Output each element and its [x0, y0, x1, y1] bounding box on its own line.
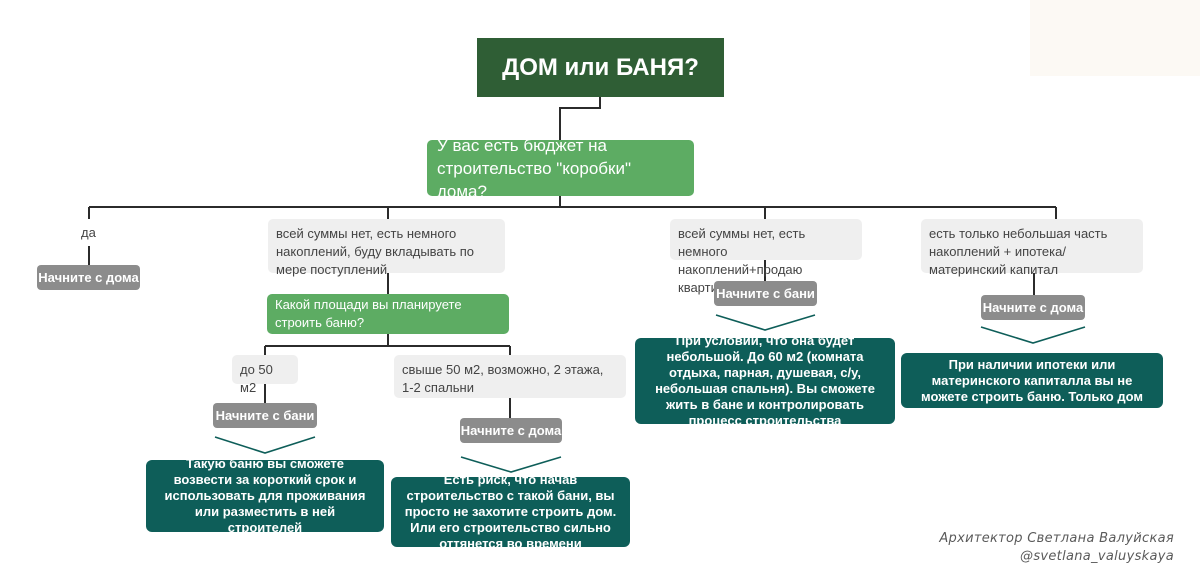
answer-up-to-50-text: до 50 м2 — [240, 362, 273, 395]
chevron-down-icon — [460, 456, 562, 473]
result-large-bath-risk: Есть риск, что начав строительство с так… — [391, 472, 630, 551]
answer-mortgage: есть только небольшая часть накоплений +… — [921, 219, 1143, 277]
answer-yes: да — [81, 224, 121, 242]
diagram-title: ДОМ или БАНЯ? — [477, 38, 724, 97]
main-question-text: У вас есть бюджет на строительство "коро… — [437, 135, 631, 201]
chevron-down-icon — [980, 326, 1086, 344]
answer-partial-savings: всей суммы нет, есть немного накоплений,… — [268, 219, 505, 277]
action-start-with-house-3: Начните с дома — [981, 295, 1085, 320]
author-handle: @svetlana_valuyskaya — [1020, 549, 1174, 564]
result-bath-condition: При условии, что она будет небольшой. До… — [635, 333, 895, 428]
answer-partial-savings-text: всей суммы нет, есть немного накоплений,… — [276, 226, 474, 277]
result-bath-condition-text: При условии, что она будет небольшой. До… — [655, 333, 875, 428]
main-question: У вас есть бюджет на строительство "коро… — [427, 136, 694, 201]
action-label: Начните с дома — [982, 300, 1084, 315]
author-credit: Архитектор Светлана Валуйская — [939, 531, 1174, 546]
corner-decoration — [1030, 0, 1200, 76]
answer-sell-apartment: всей суммы нет, есть немного накоплений+… — [670, 219, 862, 295]
action-start-with-house-2: Начните с дома — [460, 418, 562, 443]
action-start-with-bath-2: Начните с бани — [714, 281, 817, 306]
action-label: Начните с дома — [460, 423, 562, 438]
answer-over-50: свыше 50 м2, возможно, 2 этажа, 1-2 спал… — [394, 355, 626, 398]
answer-mortgage-text: есть только небольшая часть накоплений +… — [929, 226, 1108, 277]
result-large-bath-risk-text: Есть риск, что начав строительство с так… — [404, 472, 617, 551]
action-label: Начните с дома — [38, 270, 139, 285]
answer-yes-text: да — [81, 225, 96, 240]
action-label: Начните с бани — [215, 408, 315, 423]
chevron-down-icon — [214, 436, 316, 454]
area-question-text: Какой площади вы планируете строить баню… — [275, 297, 462, 330]
chevron-down-icon — [715, 314, 816, 331]
answer-over-50-text: свыше 50 м2, возможно, 2 этажа, 1-2 спал… — [402, 362, 604, 395]
answer-sell-apartment-text: всей суммы нет, есть немного накоплений+… — [678, 226, 806, 295]
answer-up-to-50: до 50 м2 — [232, 355, 298, 395]
action-label: Начните с бани — [716, 286, 815, 301]
result-small-bath-text: Такую баню вы сможете возвести за коротк… — [164, 456, 366, 535]
area-question: Какой площади вы планируете строить баню… — [267, 294, 509, 334]
author-name: Архитектор Светлана Валуйская — [939, 531, 1174, 546]
author-handle-wrap: @svetlana_valuyskaya — [1020, 549, 1174, 564]
result-mortgage-house-only-text: При наличии ипотеки или материнского кап… — [921, 356, 1143, 404]
result-small-bath: Такую баню вы сможете возвести за коротк… — [146, 456, 384, 535]
action-start-with-bath-1: Начните с бани — [213, 403, 317, 428]
action-start-with-house-1: Начните с дома — [37, 265, 140, 290]
diagram-title-text: ДОМ или БАНЯ? — [502, 53, 699, 81]
result-mortgage-house-only: При наличии ипотеки или материнского кап… — [901, 353, 1163, 408]
